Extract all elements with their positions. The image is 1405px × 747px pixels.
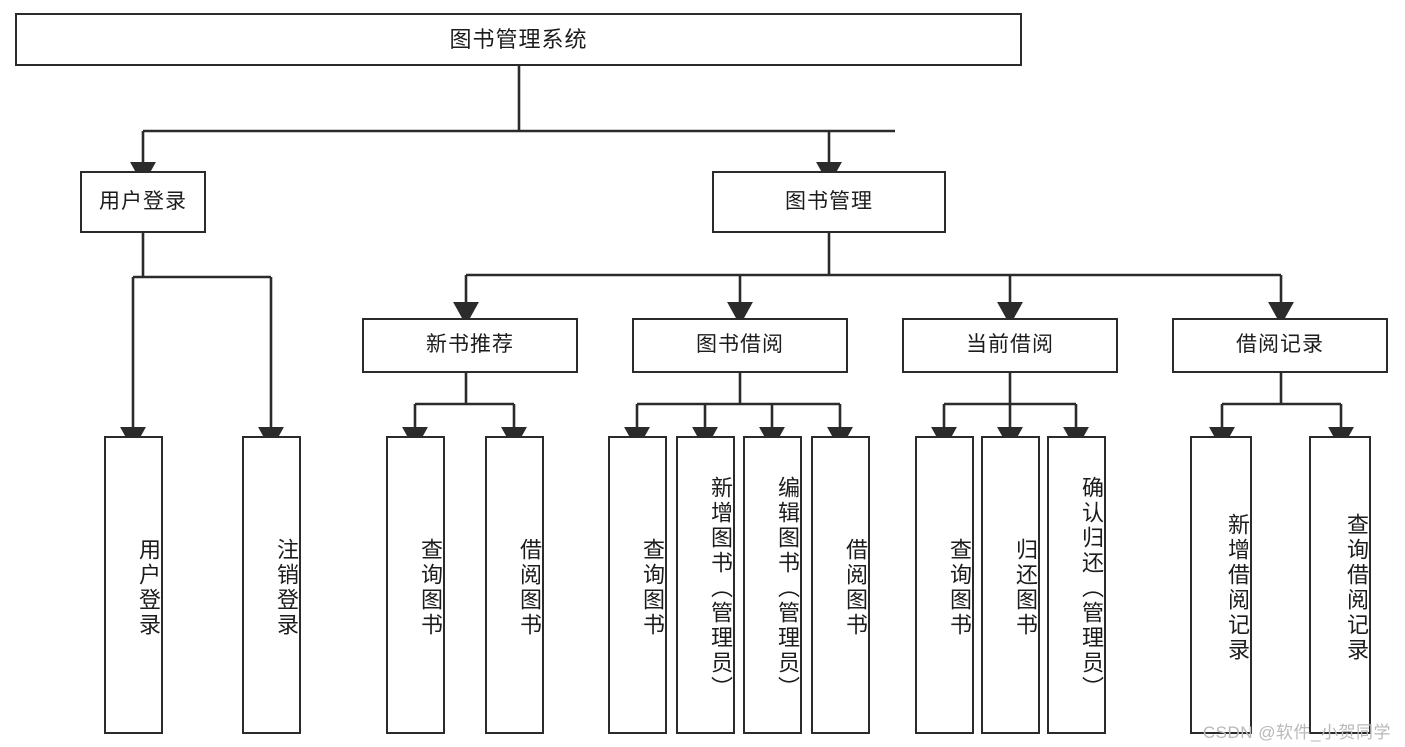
watermark: CSDN @软件_小贺同学 xyxy=(1202,723,1391,742)
node-root-label: 图书管理系统 xyxy=(449,26,588,52)
leaf-edit-book-label: 编辑图书（管理员） xyxy=(775,475,800,701)
node-book-borrow-label: 图书借阅 xyxy=(696,333,784,357)
leaf-query-book-1[interactable]: 查询图书 xyxy=(386,436,445,734)
leaf-user-login[interactable]: 用户登录 xyxy=(104,436,163,734)
node-borrow-record-label: 借阅记录 xyxy=(1236,333,1324,357)
leaf-edit-book[interactable]: 编辑图书（管理员） xyxy=(743,436,802,734)
leaf-query-record-label: 查询借阅记录 xyxy=(1344,513,1369,663)
leaf-confirm-return-label: 确认归还（管理员） xyxy=(1079,475,1104,701)
leaf-confirm-return[interactable]: 确认归还（管理员） xyxy=(1047,436,1106,734)
leaf-return-book[interactable]: 归还图书 xyxy=(981,436,1040,734)
leaf-borrow-book-1[interactable]: 借阅图书 xyxy=(485,436,544,734)
node-borrow-record[interactable]: 借阅记录 xyxy=(1172,318,1388,373)
leaf-query-book-3[interactable]: 查询图书 xyxy=(915,436,974,734)
leaf-borrow-book-2[interactable]: 借阅图书 xyxy=(811,436,870,734)
node-book-manage-label: 图书管理 xyxy=(785,189,873,213)
node-root[interactable]: 图书管理系统 xyxy=(15,13,1022,66)
leaf-logout-login[interactable]: 注销登录 xyxy=(242,436,301,734)
leaf-query-book-2-label: 查询图书 xyxy=(640,538,665,638)
node-book-manage[interactable]: 图书管理 xyxy=(712,171,946,233)
leaf-add-record-label: 新增借阅记录 xyxy=(1225,513,1250,663)
leaf-query-book-2[interactable]: 查询图书 xyxy=(608,436,667,734)
leaf-add-book[interactable]: 新增图书（管理员） xyxy=(676,436,735,734)
leaf-add-record[interactable]: 新增借阅记录 xyxy=(1190,436,1252,734)
leaf-add-book-label: 新增图书（管理员） xyxy=(708,475,733,701)
leaf-query-record[interactable]: 查询借阅记录 xyxy=(1309,436,1371,734)
leaf-borrow-book-2-label: 借阅图书 xyxy=(843,538,868,638)
node-current-borrow[interactable]: 当前借阅 xyxy=(902,318,1118,373)
leaf-logout-login-label: 注销登录 xyxy=(274,538,299,638)
node-book-borrow[interactable]: 图书借阅 xyxy=(632,318,848,373)
leaf-return-book-label: 归还图书 xyxy=(1013,538,1038,638)
node-new-book-recommend[interactable]: 新书推荐 xyxy=(362,318,578,373)
node-user-login[interactable]: 用户登录 xyxy=(80,171,206,233)
node-user-login-label: 用户登录 xyxy=(99,189,187,213)
leaf-query-book-3-label: 查询图书 xyxy=(947,538,972,638)
leaf-borrow-book-1-label: 借阅图书 xyxy=(517,538,542,638)
leaf-user-login-label: 用户登录 xyxy=(136,538,161,638)
node-new-book-recommend-label: 新书推荐 xyxy=(426,333,514,357)
leaf-query-book-1-label: 查询图书 xyxy=(418,538,443,638)
node-current-borrow-label: 当前借阅 xyxy=(966,333,1054,357)
